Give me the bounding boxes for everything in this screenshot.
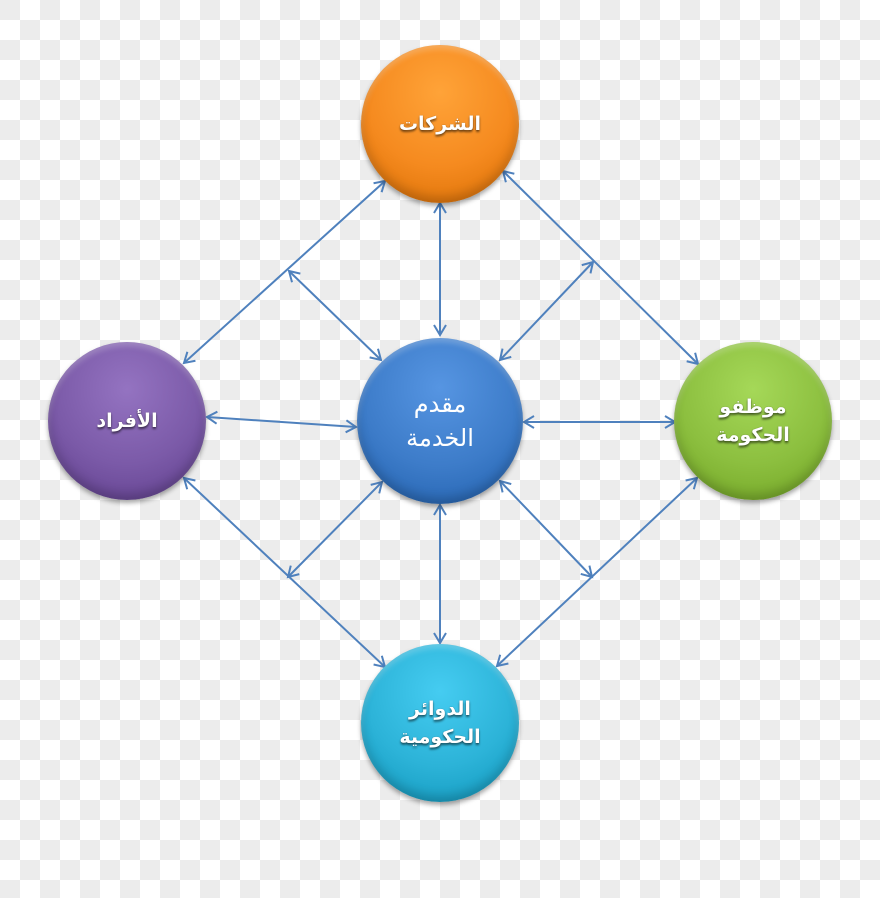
node-label: الشركات — [398, 113, 482, 135]
arrow-companies-government_employees — [501, 169, 700, 366]
node-label: الأفراد — [96, 410, 158, 432]
node-companies: الشركات — [361, 45, 519, 203]
node-label: موظفو الحكومة — [716, 396, 790, 446]
node-service-provider: مقدم الخدمة — [357, 338, 523, 504]
arrow-individuals-service_provider — [205, 410, 358, 434]
node-government-employees: موظفو الحكومة — [674, 342, 832, 500]
node-government-departments: الدوائر الحكومية — [361, 644, 519, 802]
arrow-service_provider-edge-individuals-companies — [287, 269, 383, 362]
arrow-service_provider-edge-companies-employees — [498, 260, 595, 362]
arrow-individuals-government_departments — [182, 476, 387, 669]
node-individuals: الأفراد — [48, 342, 206, 500]
arrow-government_departments-government_employees — [495, 476, 699, 668]
arrow-service_provider-edge-individuals-departments — [286, 480, 384, 579]
arrow-service_provider-edge-departments-employees — [498, 479, 594, 579]
arrow-individuals-companies — [182, 179, 387, 365]
node-label: مقدم الخدمة — [406, 390, 474, 452]
node-label: الدوائر الحكومية — [399, 698, 481, 748]
